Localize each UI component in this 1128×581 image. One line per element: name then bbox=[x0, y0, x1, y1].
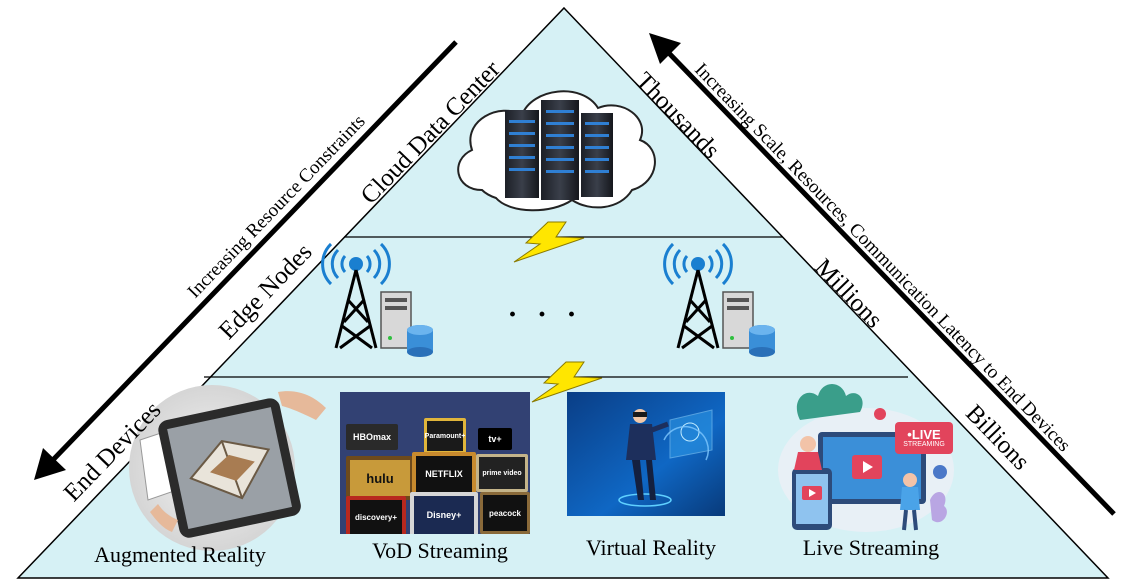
live-badge: •LIVE STREAMING bbox=[895, 422, 953, 454]
vod-logo-hbomax: HBOmax bbox=[346, 424, 398, 450]
vod-logo-disney: Disney+ bbox=[410, 492, 478, 534]
vod-logo-primevideo: prime video bbox=[476, 454, 528, 492]
app-label-vr: Virtual Reality bbox=[585, 535, 717, 560]
vod-logo-peacock: peacock bbox=[480, 492, 530, 534]
vod-logo-discovery: discovery+ bbox=[346, 496, 406, 534]
vod-logo-paramount: Paramount+ bbox=[424, 418, 466, 454]
live-badge-line2: STREAMING bbox=[903, 441, 945, 448]
left-arrow bbox=[34, 40, 458, 480]
vod-logo-appletv: tv+ bbox=[478, 428, 512, 450]
live-streaming-image bbox=[778, 384, 954, 532]
live-badge-line1: •LIVE bbox=[907, 427, 941, 442]
vr-scene bbox=[618, 409, 713, 507]
lightning-icon-lower bbox=[531, 361, 603, 403]
vod-logo-hulu: hulu bbox=[346, 456, 414, 500]
augmented-reality-image bbox=[129, 385, 326, 551]
app-label-live: Live Streaming bbox=[802, 535, 940, 560]
edge-node-icon-left bbox=[321, 242, 433, 357]
app-label-ar: Augmented Reality bbox=[94, 542, 266, 567]
edge-ellipsis: · · · bbox=[507, 298, 583, 331]
vod-logo-collage: HBOmax Paramount+ tv+ hulu NETFLIX prime… bbox=[340, 392, 530, 534]
app-label-vod: VoD Streaming bbox=[372, 538, 508, 563]
right-arrow bbox=[649, 33, 1116, 516]
edge-node-icon-right bbox=[663, 242, 775, 357]
lightning-icon-upper bbox=[513, 221, 585, 263]
cloud-server-icon bbox=[457, 90, 656, 212]
vod-logo-netflix: NETFLIX bbox=[412, 452, 476, 496]
